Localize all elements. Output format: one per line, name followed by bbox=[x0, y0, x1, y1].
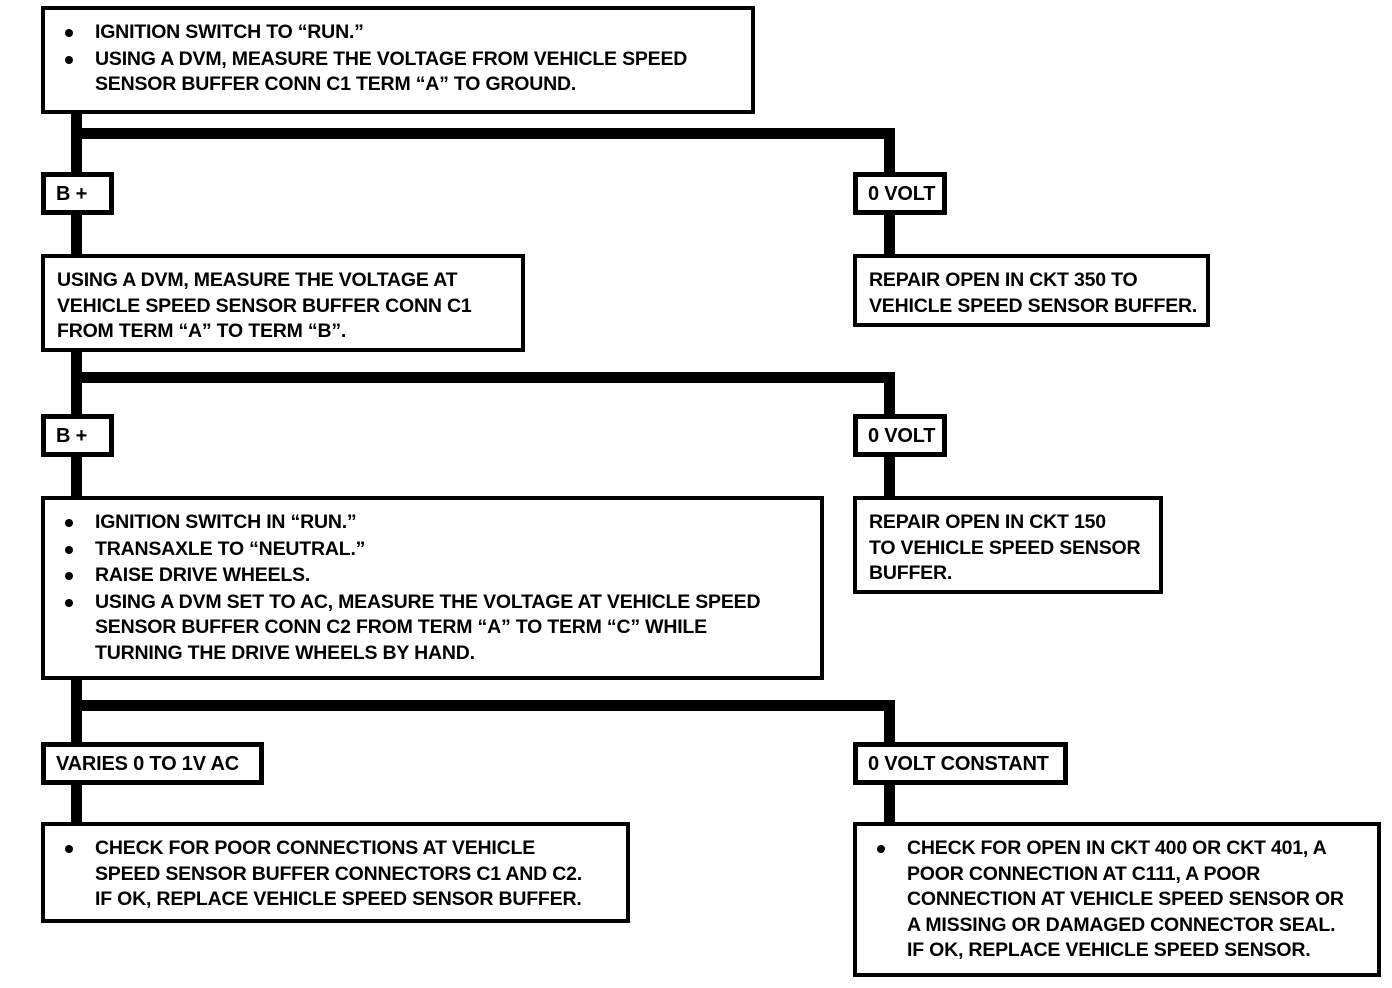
step-box-repair-ckt-350: REPAIR OPEN IN CKT 350 TO VEHICLE SPEED … bbox=[853, 254, 1210, 327]
connector-horizontal-bus bbox=[71, 128, 895, 139]
connector-vertical bbox=[71, 783, 82, 825]
bullet-line: IGNITION SWITCH IN “RUN.” bbox=[95, 511, 357, 533]
branch-label-zero-volt-2: 0 VOLT bbox=[853, 414, 947, 457]
bullet-line: IF OK, REPLACE VEHICLE SPEED SENSOR BUFF… bbox=[95, 888, 582, 910]
bullet-line: CHECK FOR POOR CONNECTIONS AT VEHICLE bbox=[95, 837, 536, 859]
connector-vertical bbox=[884, 128, 895, 178]
branch-label-text: 0 VOLT bbox=[868, 424, 936, 447]
branch-label-text: B + bbox=[56, 182, 88, 205]
connector-horizontal-bus bbox=[71, 372, 895, 383]
bullet-line: CHECK FOR OPEN IN CKT 400 OR CKT 401, A bbox=[907, 837, 1327, 859]
list-item: USING A DVM, MEASURE THE VOLTAGE FROM VE… bbox=[59, 47, 739, 98]
connector-vertical bbox=[884, 700, 895, 744]
bullet-line: A MISSING OR DAMAGED CONNECTOR SEAL. bbox=[907, 913, 1336, 936]
branch-label-varies-0-to-1v-ac: VARIES 0 TO 1V AC bbox=[41, 742, 264, 785]
text-line: REPAIR OPEN IN CKT 150 bbox=[869, 511, 1106, 533]
connector-vertical bbox=[71, 455, 82, 500]
branch-label-text: VARIES 0 TO 1V AC bbox=[56, 752, 239, 775]
bullet-line: SPEED SENSOR BUFFER CONNECTORS C1 AND C2… bbox=[95, 862, 582, 885]
bullet-line: RAISE DRIVE WHEELS. bbox=[95, 564, 311, 586]
text-block: USING A DVM, MEASURE THE VOLTAGE AT VEHI… bbox=[57, 268, 509, 345]
bullet-line: TRANSAXLE TO “NEUTRAL.” bbox=[95, 537, 366, 560]
list-item: RAISE DRIVE WHEELS. bbox=[59, 563, 808, 589]
branch-label-zero-volt-1: 0 VOLT bbox=[853, 172, 947, 215]
bullet-list: CHECK FOR POOR CONNECTIONS AT VEHICLE SP… bbox=[59, 836, 614, 913]
text-line: FROM TERM “A” TO TERM “B”. bbox=[57, 320, 347, 342]
text-line: BUFFER. bbox=[869, 562, 953, 584]
text-block: REPAIR OPEN IN CKT 150 TO VEHICLE SPEED … bbox=[869, 510, 1147, 587]
text-line: VEHICLE SPEED SENSOR BUFFER CONN C1 bbox=[57, 294, 472, 317]
text-line: USING A DVM, MEASURE THE VOLTAGE AT bbox=[57, 269, 458, 291]
bullet-line: IGNITION SWITCH TO “RUN.” bbox=[95, 21, 364, 43]
bullet-line: TURNING THE DRIVE WHEELS BY HAND. bbox=[95, 641, 475, 664]
step-box-measure-c1-a-to-b: USING A DVM, MEASURE THE VOLTAGE AT VEHI… bbox=[41, 254, 525, 352]
connector-vertical bbox=[884, 213, 895, 257]
list-item: CHECK FOR POOR CONNECTIONS AT VEHICLE SP… bbox=[59, 836, 614, 913]
bullet-line: POOR CONNECTION AT C111, A POOR bbox=[907, 862, 1261, 885]
bullet-list: IGNITION SWITCH IN “RUN.” TRANSAXLE TO “… bbox=[59, 510, 808, 666]
bullet-line: SENSOR BUFFER CONN C1 TERM “A” TO GROUND… bbox=[95, 73, 577, 95]
branch-label-b-plus-2: B + bbox=[41, 414, 114, 457]
connector-vertical bbox=[71, 678, 82, 744]
branch-label-zero-volt-constant: 0 VOLT CONSTANT bbox=[853, 742, 1068, 785]
branch-label-text: 0 VOLT CONSTANT bbox=[868, 752, 1049, 775]
branch-label-text: 0 VOLT bbox=[868, 182, 936, 205]
list-item: IGNITION SWITCH TO “RUN.” bbox=[59, 20, 739, 46]
text-line: VEHICLE SPEED SENSOR BUFFER. bbox=[869, 294, 1198, 317]
text-line: TO VEHICLE SPEED SENSOR bbox=[869, 536, 1141, 559]
bullet-line: CONNECTION AT VEHICLE SPEED SENSOR OR bbox=[907, 888, 1344, 910]
step-box-initial-check: IGNITION SWITCH TO “RUN.” USING A DVM, M… bbox=[41, 6, 755, 114]
list-item: TRANSAXLE TO “NEUTRAL.” bbox=[59, 537, 808, 563]
connector-vertical bbox=[71, 112, 82, 178]
text-block: REPAIR OPEN IN CKT 350 TO VEHICLE SPEED … bbox=[869, 268, 1198, 319]
connector-vertical bbox=[71, 350, 82, 416]
bullet-line: SENSOR BUFFER CONN C2 FROM TERM “A” TO T… bbox=[95, 616, 707, 638]
step-box-ac-measurement: IGNITION SWITCH IN “RUN.” TRANSAXLE TO “… bbox=[41, 496, 824, 680]
bullet-line: USING A DVM SET TO AC, MEASURE THE VOLTA… bbox=[95, 590, 761, 613]
bullet-line: USING A DVM, MEASURE THE VOLTAGE FROM VE… bbox=[95, 47, 688, 70]
result-box-check-buffer-connections: CHECK FOR POOR CONNECTIONS AT VEHICLE SP… bbox=[41, 822, 630, 923]
step-box-repair-ckt-150: REPAIR OPEN IN CKT 150 TO VEHICLE SPEED … bbox=[853, 496, 1163, 594]
connector-horizontal-bus bbox=[71, 700, 895, 711]
list-item: IGNITION SWITCH IN “RUN.” bbox=[59, 510, 808, 536]
connector-vertical bbox=[71, 213, 82, 257]
list-item: CHECK FOR OPEN IN CKT 400 OR CKT 401, A … bbox=[871, 836, 1365, 964]
result-box-check-open-ckt-400-401: CHECK FOR OPEN IN CKT 400 OR CKT 401, A … bbox=[853, 822, 1381, 977]
branch-label-b-plus-1: B + bbox=[41, 172, 114, 215]
bullet-list: IGNITION SWITCH TO “RUN.” USING A DVM, M… bbox=[59, 20, 739, 98]
connector-vertical bbox=[884, 455, 895, 500]
connector-vertical bbox=[884, 372, 895, 416]
bullet-list: CHECK FOR OPEN IN CKT 400 OR CKT 401, A … bbox=[871, 836, 1365, 964]
bullet-line: IF OK, REPLACE VEHICLE SPEED SENSOR. bbox=[907, 939, 1311, 961]
branch-label-text: B + bbox=[56, 424, 88, 447]
text-line: REPAIR OPEN IN CKT 350 TO bbox=[869, 269, 1138, 291]
connector-vertical bbox=[884, 783, 895, 825]
list-item: USING A DVM SET TO AC, MEASURE THE VOLTA… bbox=[59, 590, 808, 667]
